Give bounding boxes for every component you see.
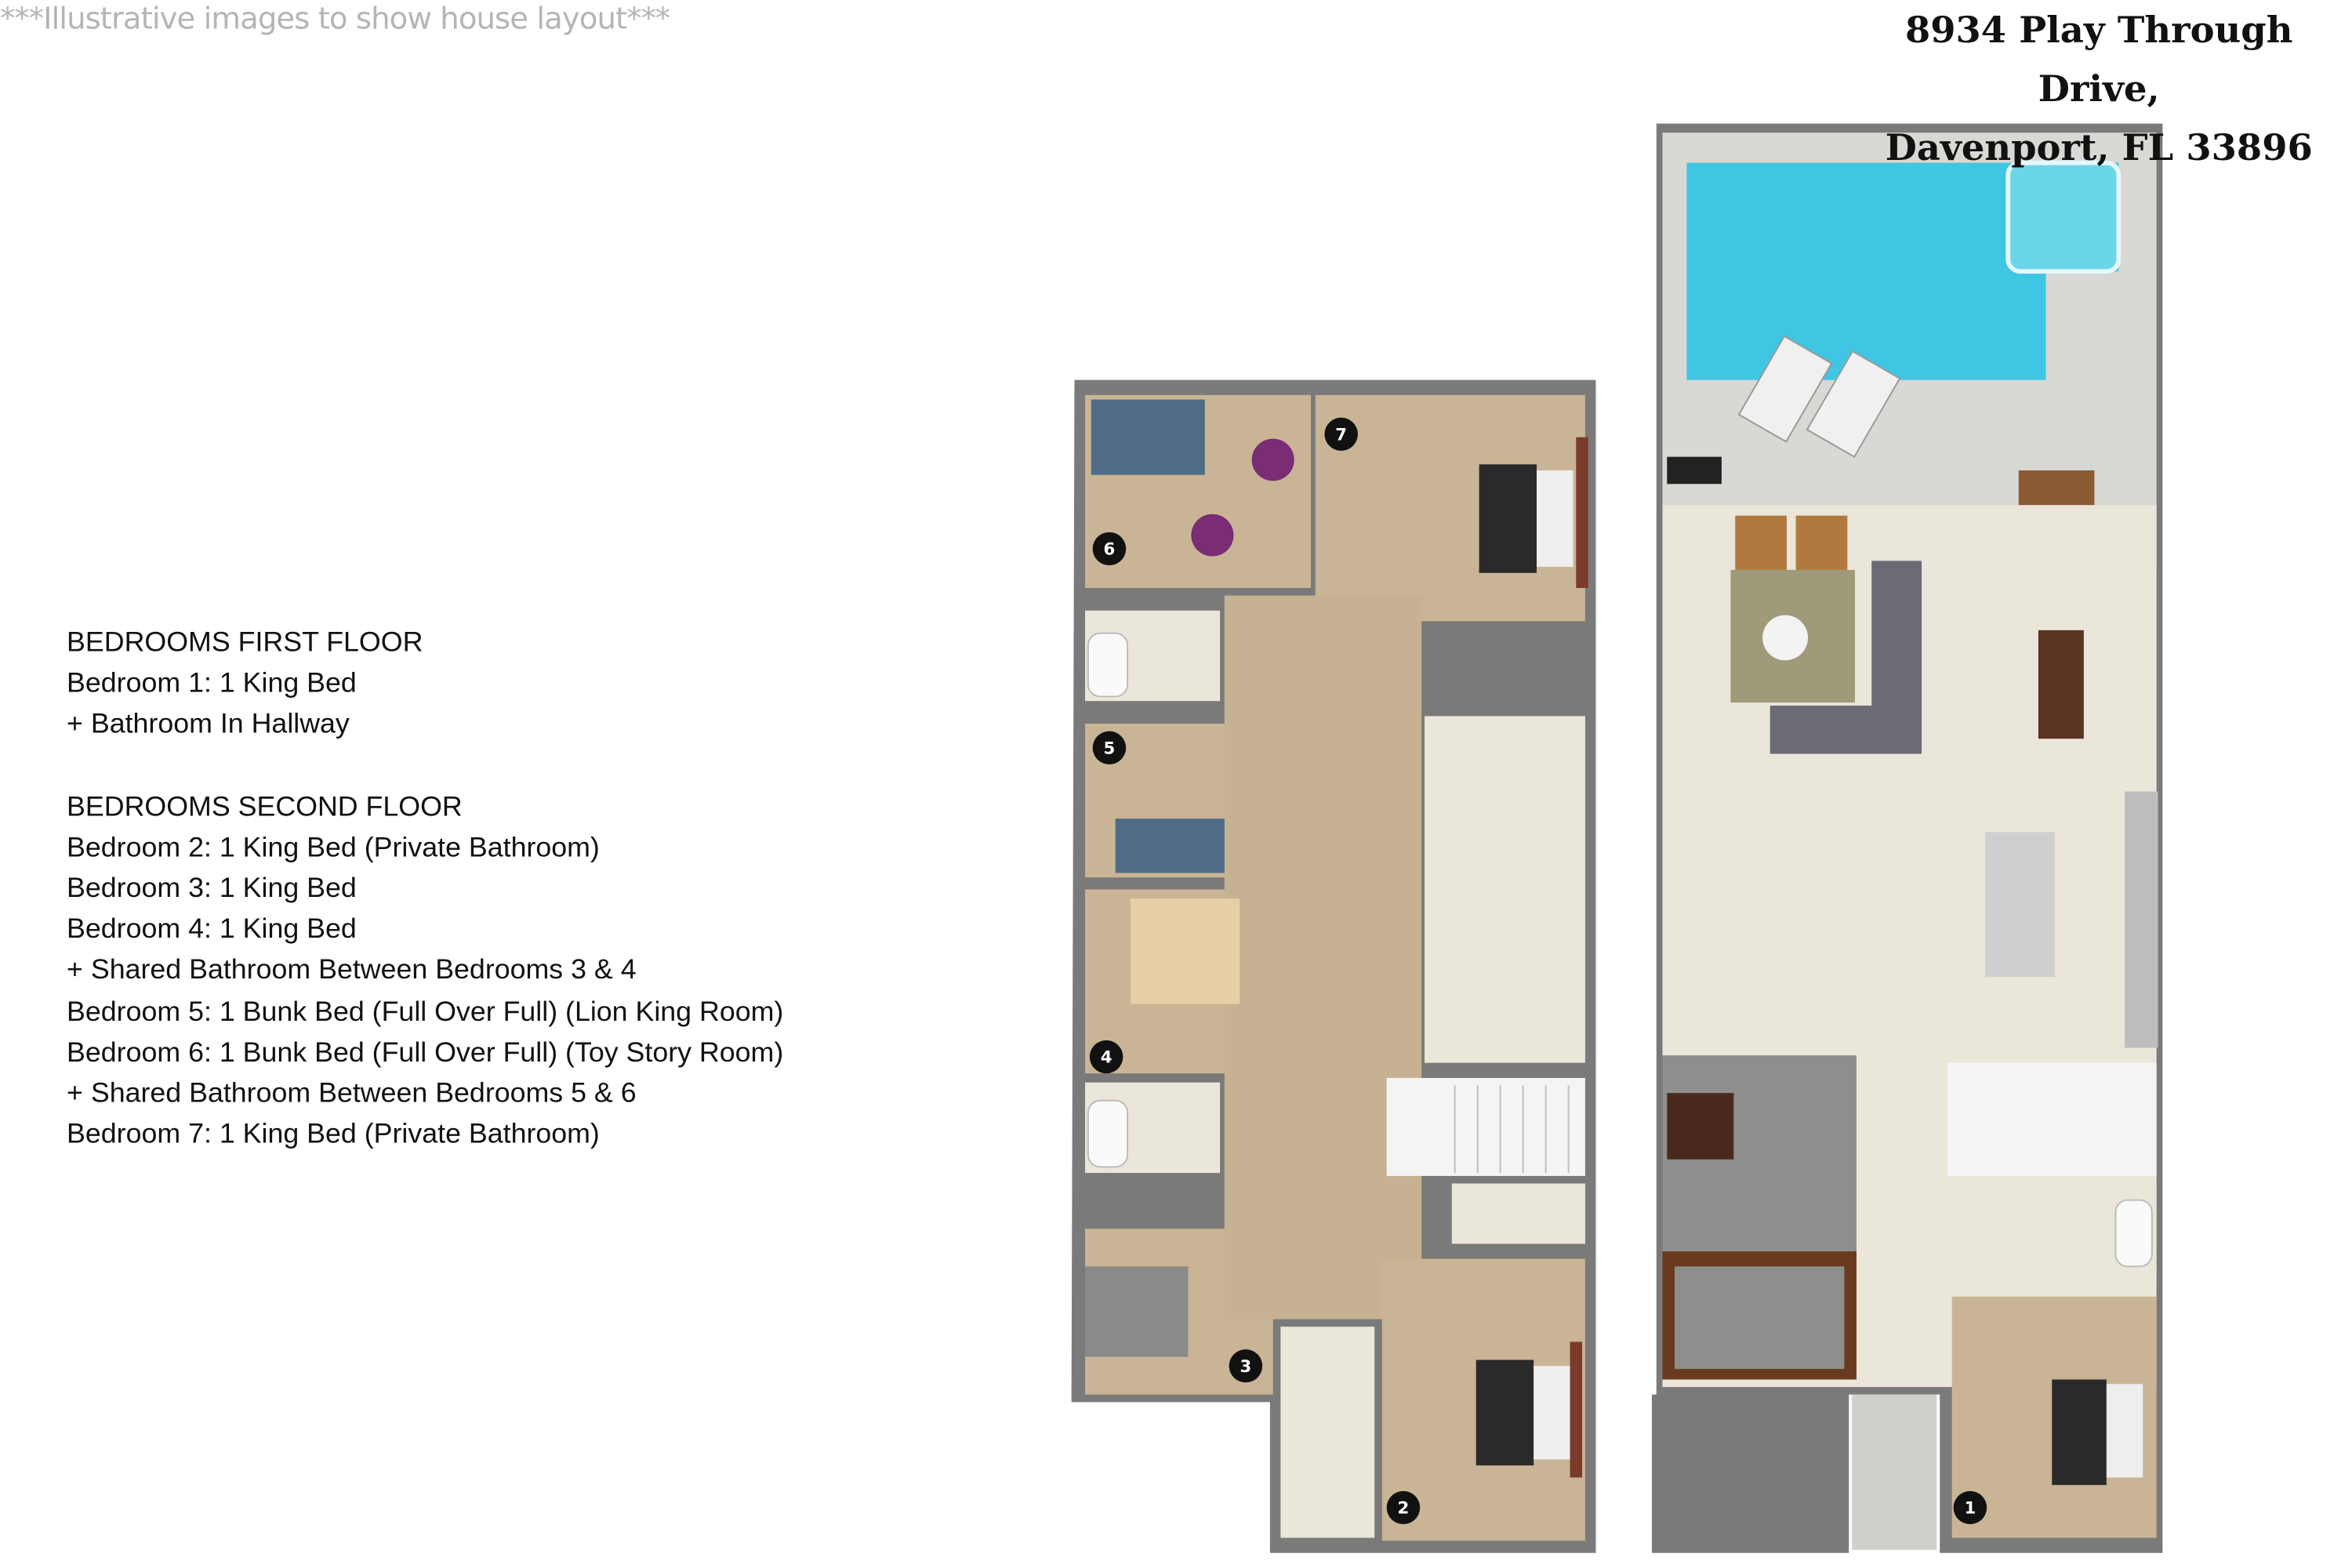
room-badge-4: 4 — [1089, 1040, 1123, 1074]
room-badge-3: 3 — [1229, 1349, 1263, 1383]
bathroom-2-floor — [1280, 1327, 1375, 1538]
armchair-icon — [1795, 515, 1848, 570]
list-item: + Shared Bathroom Between Bedrooms 3 & 4 — [67, 953, 637, 985]
room-badge-2: 2 — [1386, 1490, 1421, 1525]
svg-text:6: 6 — [1104, 539, 1116, 559]
lounge-chair-icon — [1737, 335, 1833, 443]
first-floor-heading: BEDROOMS FIRST FLOOR — [67, 626, 423, 658]
stairs — [1386, 1077, 1585, 1176]
lounge-chair-icon — [1806, 350, 1901, 458]
address: 8934 Play Through Drive, Davenport, FL 3… — [1849, 0, 2349, 176]
king-bed-icon — [1479, 464, 1537, 573]
kitchen-island-icon — [1985, 832, 2056, 978]
list-item: Bedroom 4: 1 King Bed — [67, 912, 357, 945]
svg-text:1: 1 — [1965, 1498, 1976, 1518]
svg-text:4: 4 — [1101, 1047, 1112, 1067]
list-item: Bedroom 1: 1 King Bed — [67, 666, 357, 699]
list-item: + Bathroom In Hallway — [67, 707, 350, 740]
list-item: Bedroom 7: 1 King Bed (Private Bathroom) — [67, 1117, 600, 1149]
disclaimer-text: ***Illustrative images to show house lay… — [0, 0, 670, 37]
second-floor-plan — [1071, 379, 1596, 1553]
room-badge-6: 6 — [1092, 532, 1127, 566]
bean-bag-icon — [1251, 438, 1294, 481]
king-bed-icon — [2052, 1379, 2107, 1486]
room-badge-1: 1 — [1953, 1490, 1987, 1525]
second-floor-heading: BEDROOMS SECOND FLOOR — [67, 789, 463, 822]
coffee-table-icon — [1762, 615, 1809, 661]
room-badge-5: 5 — [1092, 731, 1127, 764]
svg-text:7: 7 — [1335, 425, 1347, 445]
bunk-bed-icon — [1115, 818, 1225, 873]
bunk-bed-icon — [1091, 399, 1205, 475]
bean-bag-icon — [1191, 514, 1234, 557]
entry-walkway — [1852, 1394, 1937, 1550]
list-item: Bedroom 5: 1 Bunk Bed (Full Over Full) (… — [67, 994, 784, 1026]
bathtub-icon — [2114, 1199, 2153, 1268]
kitchen-counter — [2125, 791, 2158, 1048]
bedroom-list: BEDROOMS FIRST FLOOR Bedroom 1: 1 King B… — [67, 621, 783, 1154]
first-floor-plan — [1651, 123, 2163, 1553]
bathtub-icon — [1087, 1099, 1129, 1168]
bathroom-7-floor — [1425, 716, 1585, 1063]
armchair-icon — [1735, 515, 1788, 570]
grill-icon — [1667, 456, 1722, 485]
list-item: Bedroom 2: 1 King Bed (Private Bathroom) — [67, 830, 600, 862]
king-bed-icon — [1085, 1266, 1189, 1357]
hallway-floor — [1224, 595, 1422, 1319]
king-bed-icon — [1475, 1359, 1534, 1466]
list-item: + Shared Bathroom Between Bedrooms 5 & 6 — [67, 1076, 637, 1109]
svg-text:5: 5 — [1104, 739, 1116, 758]
address-line-1: 8934 Play Through Drive, — [1904, 7, 2293, 111]
svg-text:3: 3 — [1240, 1356, 1252, 1376]
dining-table-icon — [2038, 630, 2084, 739]
spa — [2005, 160, 2122, 274]
king-bed-icon — [1131, 898, 1240, 1004]
game-table-icon — [1667, 1093, 1734, 1160]
room-badge-7: 7 — [1324, 417, 1358, 451]
bathtub-icon — [1087, 632, 1129, 698]
stairs — [1947, 1062, 2157, 1176]
list-item: Bedroom 3: 1 King Bed — [67, 871, 357, 903]
svg-text:2: 2 — [1398, 1498, 1410, 1518]
list-item: Bedroom 6: 1 Bunk Bed (Full Over Full) (… — [67, 1035, 784, 1068]
address-line-2: Davenport, FL 33896 — [1885, 125, 2313, 169]
